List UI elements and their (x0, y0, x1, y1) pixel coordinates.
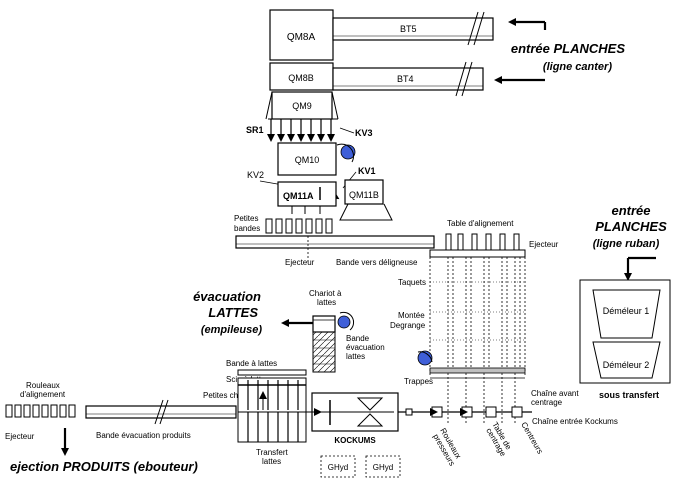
entree-ruban-title-2: PLANCHES (595, 219, 667, 234)
rouleaux-alignement-label-2: d'alignement (20, 390, 66, 399)
bande-evac-label-3: lattes (346, 352, 365, 361)
bt5-conveyor: BT5 (332, 17, 494, 41)
chaine-entree-kockums (398, 406, 532, 418)
qm11a-machine: QM11A (277, 181, 337, 207)
bande-evac-label-2: évacuation (346, 343, 385, 352)
trappes-label: Trappes (404, 377, 433, 386)
chariot-lattes (312, 311, 355, 333)
bande-vers-delineuse-conveyor (235, 235, 435, 262)
entree-canter-subtitle: (ligne canter) (543, 61, 612, 73)
taquets-label: Taquets (398, 278, 426, 287)
bande-evacuation-produits-label: Bande évacuation produits (96, 431, 191, 440)
chaine-avant-label-1: Chaîne avant (531, 389, 579, 398)
table-alignement-block (429, 233, 526, 425)
qm10-label: QM10 (295, 155, 320, 165)
demeleur-frame: Déméleur 1 Déméleur 2 (579, 279, 671, 384)
entree-ruban-title-1: entrée (611, 203, 650, 218)
rouleaux-alignement (5, 404, 76, 418)
qm9-machine: QM9 (265, 91, 339, 120)
montee-label-2: Degrange (390, 321, 426, 330)
kockums-machine: KOCKUMS (306, 392, 399, 445)
chaine-entree-kockums-label: Chaîne entrée Kockums (532, 417, 618, 426)
qm11b-machine: QM11B (339, 179, 393, 221)
arrow-entree-ruban (624, 256, 656, 281)
chariot-label-1: Chariot à (309, 289, 342, 298)
ghyd-2-label: GHyd (373, 463, 393, 472)
sr1-label: SR1 (246, 125, 264, 135)
bande-evac-label-1: Bande (346, 334, 370, 343)
break-mark-bt4 (455, 61, 473, 97)
evacuation-lattes-title-2: LATTES (208, 305, 258, 320)
sr1-arrows (267, 118, 338, 142)
ejecteur-right-label: Ejecteur (529, 240, 559, 249)
ghyd-box-1: GHyd (320, 455, 356, 478)
evacuation-lattes-subtitle: (empileuse) (201, 324, 262, 336)
kv3-label: KV3 (355, 128, 373, 138)
demeleur-1-label: Déméleur 1 (603, 306, 650, 316)
kv2-label: KV2 (247, 170, 264, 180)
petites-bandes-label-2: bandes (234, 224, 260, 233)
bande-vers-delineuse-label: Bande vers déligneuse (336, 258, 418, 267)
bt4-label: BT4 (397, 74, 414, 84)
break-mark-bt5 (467, 11, 485, 46)
transfert-label-2: lattes (262, 457, 281, 466)
bande-evacuation-lattes (312, 331, 336, 373)
scie-lattes-block (237, 377, 307, 413)
ghyd-1-label: GHyd (328, 463, 348, 472)
demeleur-2-label: Déméleur 2 (603, 360, 650, 370)
evacuation-lattes-title-1: évacuation (193, 289, 261, 304)
chaine-avant-label-2: centrage (531, 398, 563, 407)
table-alignement-label: Table d'alignement (447, 219, 514, 228)
ghyd-box-2: GHyd (365, 455, 401, 478)
bande-a-lattes-label: Bande à lattes (226, 359, 277, 368)
bt4-conveyor: BT4 (332, 67, 484, 91)
qm11b-label: QM11B (349, 190, 379, 200)
kv1-label: KV1 (358, 166, 376, 176)
qm8a-machine: QM8A (269, 9, 334, 61)
qm8a-label: QM8A (287, 32, 316, 43)
qm11a-label: QM11A (283, 191, 314, 201)
kockums-label: KOCKUMS (334, 436, 376, 445)
qm8b-machine: QM8B (269, 62, 334, 91)
transfert-lattes-block (237, 411, 307, 443)
entree-canter-title: entrée PLANCHES (511, 41, 625, 56)
transfert-label-1: Transfert (256, 448, 288, 457)
kv3-valve (336, 143, 356, 163)
montee-label-1: Montée (398, 311, 425, 320)
ejecteur-left-label: Ejecteur (5, 432, 35, 441)
qm9-label: QM9 (292, 101, 312, 111)
petites-chaines-label: Petites chaînes (203, 391, 258, 400)
qm10-machine: QM10 (277, 142, 337, 176)
sous-transfert-label: sous transfert (599, 390, 659, 400)
ejection-produits-title: ejection PRODUITS (ebouteur) (10, 459, 198, 474)
petites-bandes-label-1: Petites (234, 214, 258, 223)
qm8b-label: QM8B (288, 73, 314, 83)
arrow-entree-canter-top (508, 18, 547, 30)
trappes-valve (417, 350, 433, 366)
chariot-label-2: lattes (317, 298, 336, 307)
bande-evacuation-produits (85, 399, 237, 425)
entree-ruban-subtitle: (ligne ruban) (593, 238, 660, 250)
petites-bandes-conveyors (265, 218, 333, 234)
ejecteur-top-label: Ejecteur (285, 258, 315, 267)
bt5-label: BT5 (400, 24, 417, 34)
rouleaux-alignement-label-1: Rouleaux (26, 381, 60, 390)
